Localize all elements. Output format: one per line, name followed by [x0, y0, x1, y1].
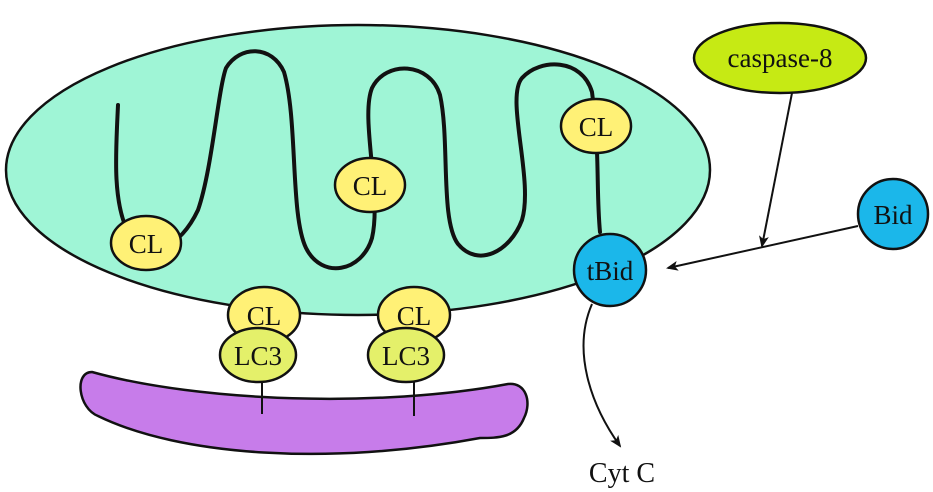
caspase-8-node: caspase-8 — [692, 21, 868, 95]
tbid-node: tBid — [572, 232, 648, 308]
cl-label-1: CL — [129, 229, 164, 259]
cyt-c-label: Cyt C — [589, 458, 655, 489]
bid-to-tbid-arrow — [666, 225, 859, 271]
cyt-c-release-arrow — [582, 303, 622, 448]
phagophore-membrane — [79, 370, 529, 456]
lc3-label-2: LC3 — [382, 341, 430, 371]
lc3-node-2: LC3 — [366, 326, 446, 384]
bid-node: Bid — [856, 177, 930, 251]
cl-label-4: CL — [247, 301, 282, 331]
bid-label: Bid — [873, 200, 913, 230]
cl-node-1: CL — [109, 214, 183, 272]
tbid-label: tBid — [587, 256, 634, 286]
cl-node-2: CL — [333, 156, 407, 214]
lc3-node-1: LC3 — [218, 326, 298, 384]
cl-label-2: CL — [353, 171, 388, 201]
caspase-8-label: caspase-8 — [728, 43, 833, 73]
lc3-label-1: LC3 — [234, 341, 282, 371]
cl-node-3: CL — [559, 97, 633, 155]
cl-label-5: CL — [397, 301, 432, 331]
caspase-8-activation-arrow — [759, 92, 793, 248]
cl-label-3: CL — [579, 112, 614, 142]
